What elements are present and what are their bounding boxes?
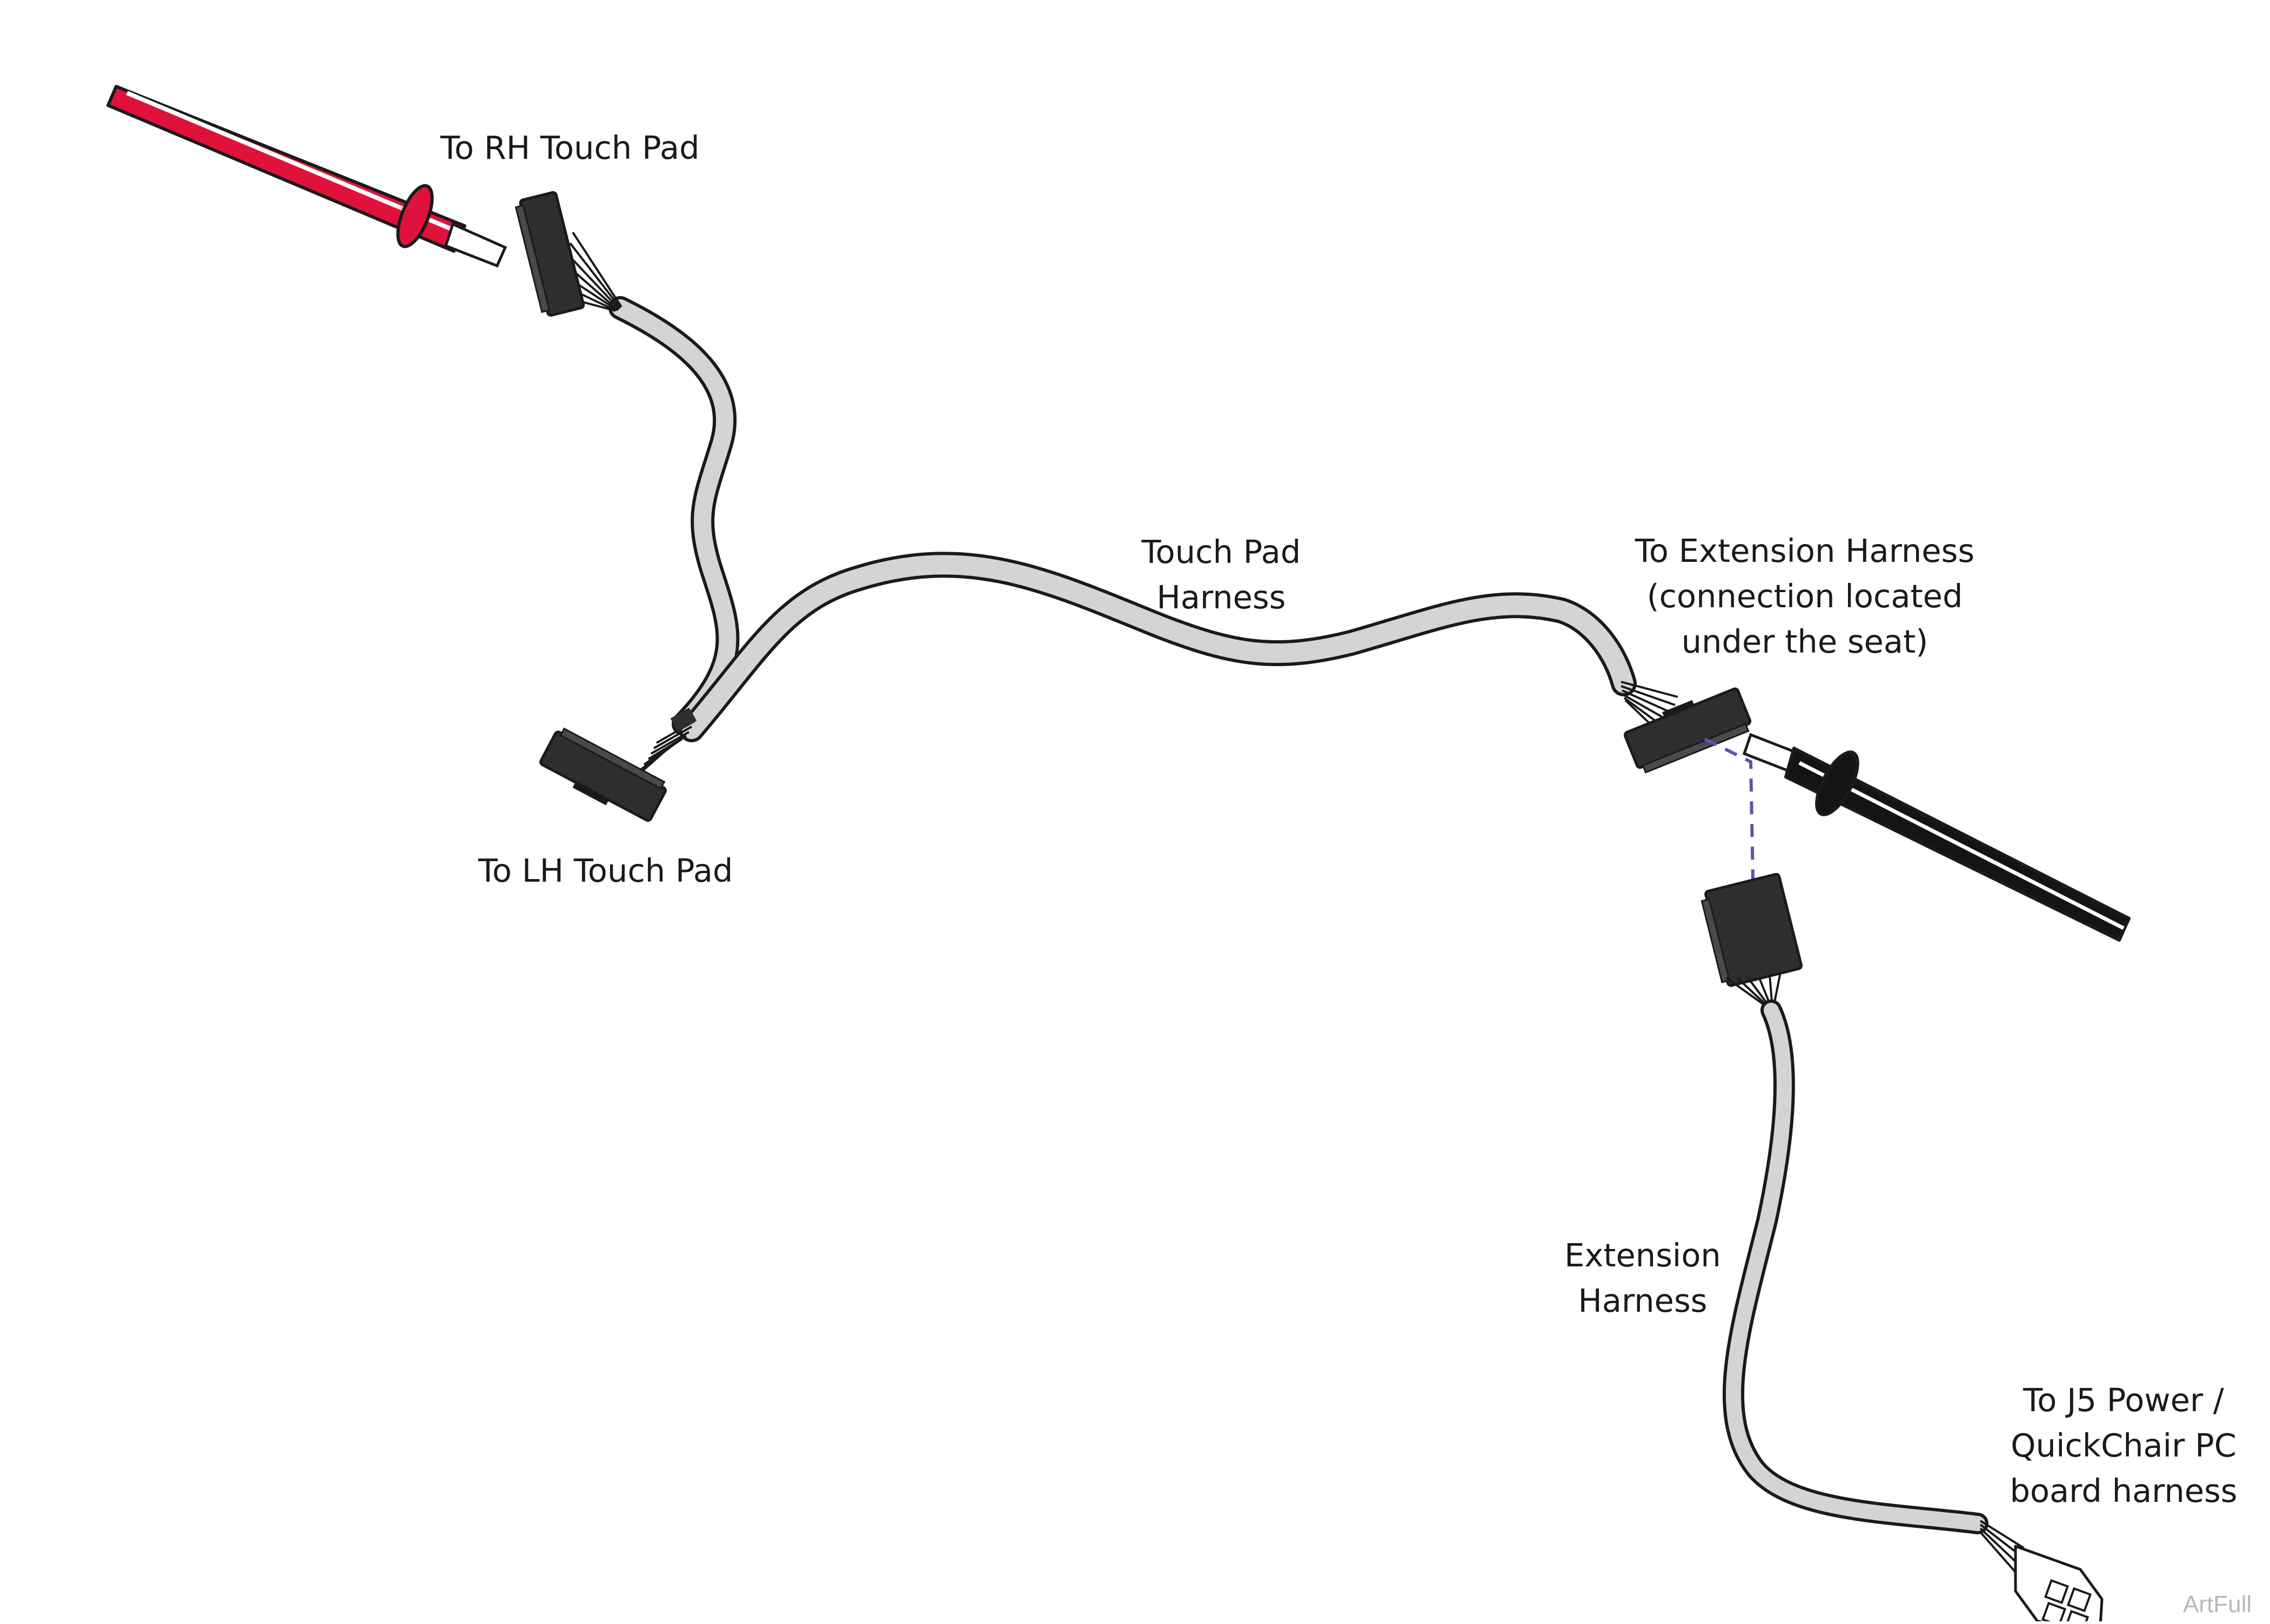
label-line: To Extension Harness: [1635, 532, 1975, 569]
label-line: under the seat): [1681, 623, 1929, 660]
label-line: To J5 Power /: [2023, 1381, 2224, 1419]
artfull-watermark: ArtFull: [2183, 1591, 2252, 1618]
extension-harness-connector: [1700, 873, 1803, 987]
to-extension-harness-connector: [1623, 687, 1752, 774]
j5-power-plug: [2014, 1545, 2104, 1624]
label-line: Harness: [1156, 579, 1286, 616]
red-test-probe: [106, 85, 507, 268]
label-line: Harness: [1578, 1282, 1707, 1319]
lh-junction-wires: [637, 720, 695, 776]
extension-harness-cable: [1723, 999, 1988, 1534]
black-test-probe: [1742, 733, 2131, 942]
label-line: Touch Pad: [1141, 533, 1301, 571]
label-to-rh-touch-pad: To RH Touch Pad: [440, 125, 700, 171]
label-line: (connection located: [1646, 578, 1963, 615]
label-line: QuickChair PC: [2011, 1427, 2236, 1464]
label-extension-harness: Extension Harness: [1535, 1233, 1751, 1324]
label-to-extension-harness: To Extension Harness (connection located…: [1594, 528, 2015, 665]
rh-touch-pad-connector: [514, 191, 585, 317]
label-touch-pad-harness: Touch Pad Harness: [1113, 529, 1329, 620]
label-line: To LH Touch Pad: [478, 852, 733, 889]
lh-cable-sleeve: [670, 707, 697, 732]
lh-touch-pad-connector: [539, 727, 667, 822]
label-to-lh-touch-pad: To LH Touch Pad: [478, 848, 733, 894]
label-line: To RH Touch Pad: [440, 129, 700, 166]
dashed-connection-link: [1704, 737, 1755, 908]
rh-branch-cable: [608, 296, 740, 736]
touch-pad-harness-cable: [679, 552, 1637, 742]
label-to-j5-power: To J5 Power / QuickChair PC board harnes…: [1961, 1378, 2270, 1514]
label-line: Extension: [1564, 1237, 1721, 1274]
label-line: board harness: [2010, 1472, 2238, 1509]
